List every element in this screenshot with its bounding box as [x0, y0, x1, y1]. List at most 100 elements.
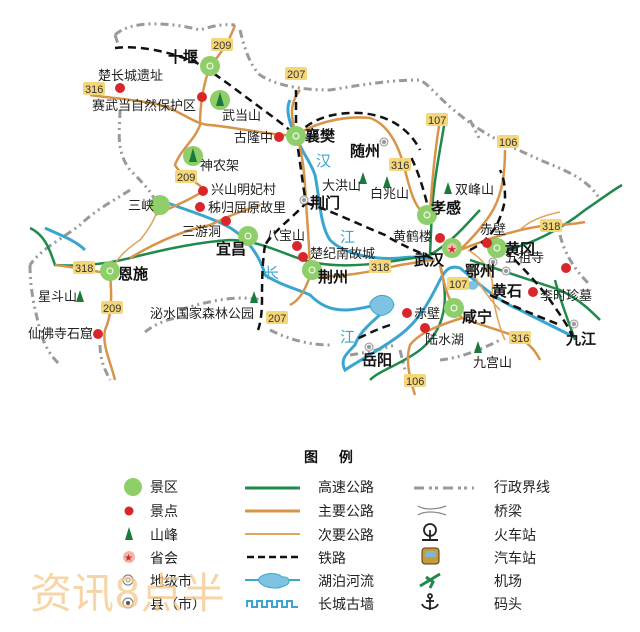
svg-text:次要公路: 次要公路: [318, 528, 374, 544]
svg-text:江: 江: [340, 328, 355, 346]
svg-text:山峰: 山峰: [150, 528, 178, 544]
city-labels: 十堰 襄樊 随州 荆门 孝感 宜昌 恩施 荆州 武汉 鄂州 黄冈 黄石 咸宁 岳…: [118, 48, 596, 369]
svg-text:襄樊: 襄樊: [304, 127, 336, 145]
svg-text:铁路: 铁路: [318, 551, 346, 567]
svg-text:码头: 码头: [494, 597, 522, 613]
svg-text:九江: 九江: [565, 330, 596, 348]
svg-text:106: 106: [499, 137, 517, 149]
svg-text:318: 318: [542, 221, 560, 233]
label-wudangshan: 武当山: [222, 109, 261, 124]
peak-icon: [125, 527, 133, 540]
scenic-spots: [93, 83, 571, 339]
svg-text:随州: 随州: [350, 142, 380, 160]
svg-text:岳阳: 岳阳: [362, 351, 392, 369]
svg-text:荆州: 荆州: [318, 268, 348, 286]
svg-text:316: 316: [511, 333, 529, 345]
svg-text:秭归屈原故里: 秭归屈原故里: [208, 201, 286, 216]
svg-text:古隆中: 古隆中: [234, 131, 273, 146]
svg-text:★: ★: [124, 553, 133, 564]
label-shennongjia: 神农架: [200, 159, 239, 174]
legend-title: 图 例: [304, 449, 361, 466]
svg-text:楚纪南故城: 楚纪南故城: [310, 246, 375, 262]
svg-text:恩施: 恩施: [118, 265, 148, 283]
svg-text:孝感: 孝感: [430, 199, 461, 217]
svg-text:汉: 汉: [316, 152, 331, 170]
svg-text:兴山明妃村: 兴山明妃村: [211, 183, 276, 198]
county-city-icon: [122, 597, 134, 609]
svg-text:长: 长: [264, 264, 279, 282]
bridge-icon: [417, 505, 447, 516]
svg-text:楚长城遗址: 楚长城遗址: [98, 69, 163, 84]
svg-text:主要公路: 主要公路: [318, 504, 374, 520]
peaks: [76, 172, 482, 353]
svg-text:火车站: 火车站: [494, 527, 536, 544]
svg-text:★: ★: [447, 243, 457, 256]
svg-text:十堰: 十堰: [168, 48, 198, 66]
secondary-roads: [109, 204, 561, 341]
train-station-icon: [422, 523, 438, 541]
svg-text:景点: 景点: [150, 504, 178, 520]
airport-icon: [419, 572, 441, 589]
svg-text:高速公路: 高速公路: [318, 479, 374, 496]
svg-text:黄冈: 黄冈: [505, 240, 535, 258]
svg-text:八宝山: 八宝山: [266, 229, 305, 244]
scenic-area-icon: [124, 478, 142, 496]
svg-text:地级市: 地级市: [150, 573, 192, 590]
scenic-spot-icon: [124, 506, 134, 516]
svg-text:荆门: 荆门: [310, 194, 340, 212]
svg-text:机场: 机场: [494, 574, 522, 590]
svg-text:李时珍墓: 李时珍墓: [540, 289, 592, 304]
watermark: 资讯8点半: [30, 569, 225, 618]
svg-text:赛武当自然保护区: 赛武当自然保护区: [92, 98, 196, 114]
svg-text:仙佛寺石窟: 仙佛寺石窟: [28, 326, 93, 342]
provincial-capital-icon: ★: [123, 551, 135, 564]
svg-text:318: 318: [371, 262, 389, 274]
svg-text:九宫山: 九宫山: [473, 356, 512, 371]
svg-text:长城古墙: 长城古墙: [318, 597, 374, 613]
svg-text:209: 209: [177, 172, 195, 184]
svg-text:赤壁: 赤壁: [414, 307, 440, 322]
svg-text:白兆山: 白兆山: [370, 186, 409, 202]
svg-text:赤壁: 赤壁: [480, 223, 506, 238]
svg-text:县（市）: 县（市）: [150, 596, 206, 613]
svg-text:陆水湖: 陆水湖: [425, 332, 464, 348]
svg-text:汽车站: 汽车站: [494, 550, 536, 567]
svg-text:鄂州: 鄂州: [465, 262, 495, 280]
svg-text:景区: 景区: [150, 480, 178, 496]
svg-text:三游洞: 三游洞: [182, 225, 221, 240]
lake-small: [468, 280, 478, 290]
dock-icon: [421, 593, 439, 610]
svg-text:泌水国家森林公园: 泌水国家森林公园: [150, 306, 254, 322]
label-sanxia: 三峡: [128, 199, 154, 214]
svg-text:316: 316: [85, 84, 103, 96]
svg-text:五祖寺: 五祖寺: [505, 251, 544, 266]
svg-text:209: 209: [213, 40, 231, 52]
svg-text:双峰山: 双峰山: [455, 183, 494, 198]
road-shields: 209 316 207 209 107 316 106 318 318 318 …: [73, 38, 562, 388]
svg-text:咸宁: 咸宁: [462, 308, 492, 326]
svg-text:207: 207: [287, 69, 305, 81]
svg-text:107: 107: [449, 279, 467, 291]
legend: 图 例 ★ 景区 景点 山峰 省会 地级市 县（市） 高速公路 主要公路 次要公…: [122, 449, 550, 613]
svg-text:大洪山: 大洪山: [322, 179, 361, 194]
great-wall-icon: [246, 600, 298, 608]
svg-text:318: 318: [75, 263, 93, 275]
svg-text:黄石: 黄石: [492, 282, 522, 300]
prefecture-city-icon: [122, 574, 134, 586]
lake: [369, 294, 395, 316]
scenic-areas: [100, 56, 507, 318]
svg-text:黄鹤楼: 黄鹤楼: [393, 229, 432, 245]
svg-text:宜昌: 宜昌: [216, 240, 246, 258]
svg-text:江: 江: [340, 228, 355, 246]
svg-text:207: 207: [268, 313, 286, 325]
river-labels: 汉 江 长 江: [264, 152, 355, 346]
svg-text:武汉: 武汉: [414, 251, 445, 269]
city-markers: [299, 137, 579, 352]
bus-station-icon: [421, 547, 440, 565]
svg-text:星斗山: 星斗山: [38, 290, 77, 305]
spot-labels: 楚长城遗址 赛武当自然保护区 古隆中 兴山明妃村 秭归屈原故里 三游洞 八宝山 …: [28, 69, 592, 348]
svg-text:316: 316: [391, 160, 409, 172]
provincial-capital-icon: ★: [447, 243, 457, 256]
lake-river-icon: [245, 573, 300, 589]
